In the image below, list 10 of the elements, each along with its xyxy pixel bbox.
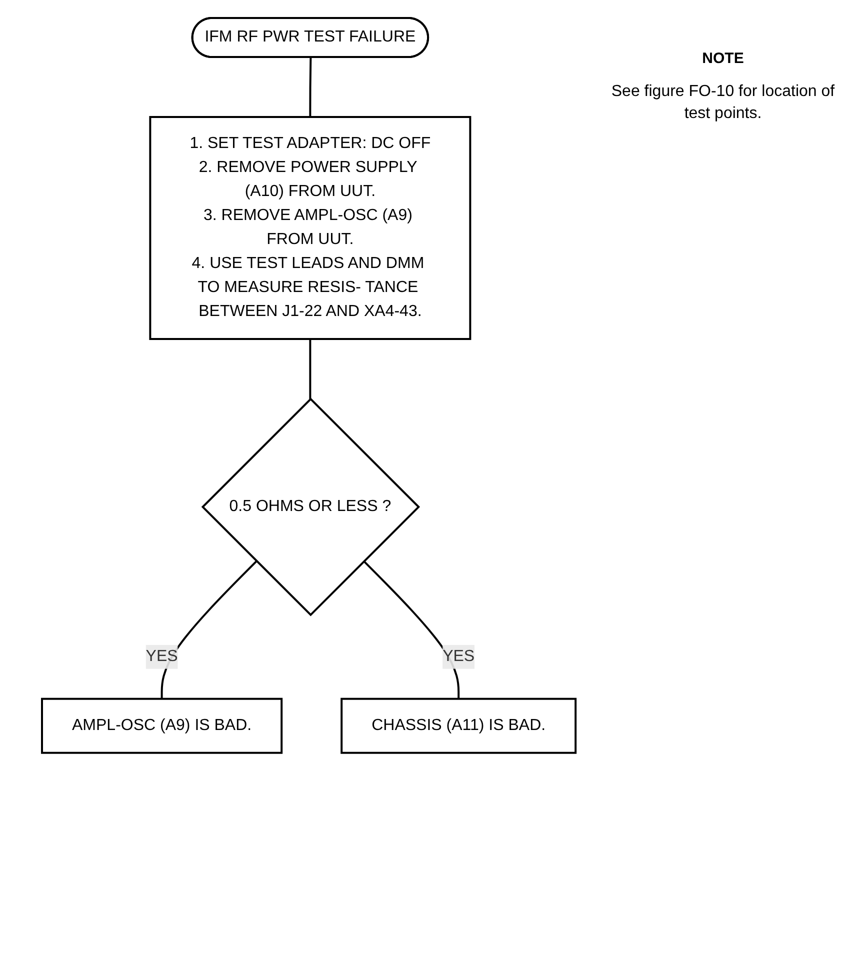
node-box: 1. SET TEST ADAPTER: DC OFF 2. REMOVE POWER SUPPLY (A10) FROM UUT. 3. REMOVE AMPL-OSC (A9) FROM UUT. 4. USE TEST LEADS AND DMM TO MEASURE RESIS- TANCE BETWEEN J1-22 AND XA4-43. xyxy=(149,116,472,340)
node-diamond: 0.5 OHMS OR LESS ? xyxy=(202,398,420,616)
edge-label: YES xyxy=(442,648,475,665)
connector xyxy=(309,57,312,117)
note-heading: NOTE xyxy=(701,50,745,67)
connector xyxy=(309,339,312,399)
node-box: CHASSIS (A11) IS BAD. xyxy=(340,698,577,754)
note-text: See figure FO-10 for location of test points. xyxy=(610,82,836,124)
edge-label: YES xyxy=(146,648,178,665)
node-box: AMPL-OSC (A9) IS BAD. xyxy=(41,698,283,754)
